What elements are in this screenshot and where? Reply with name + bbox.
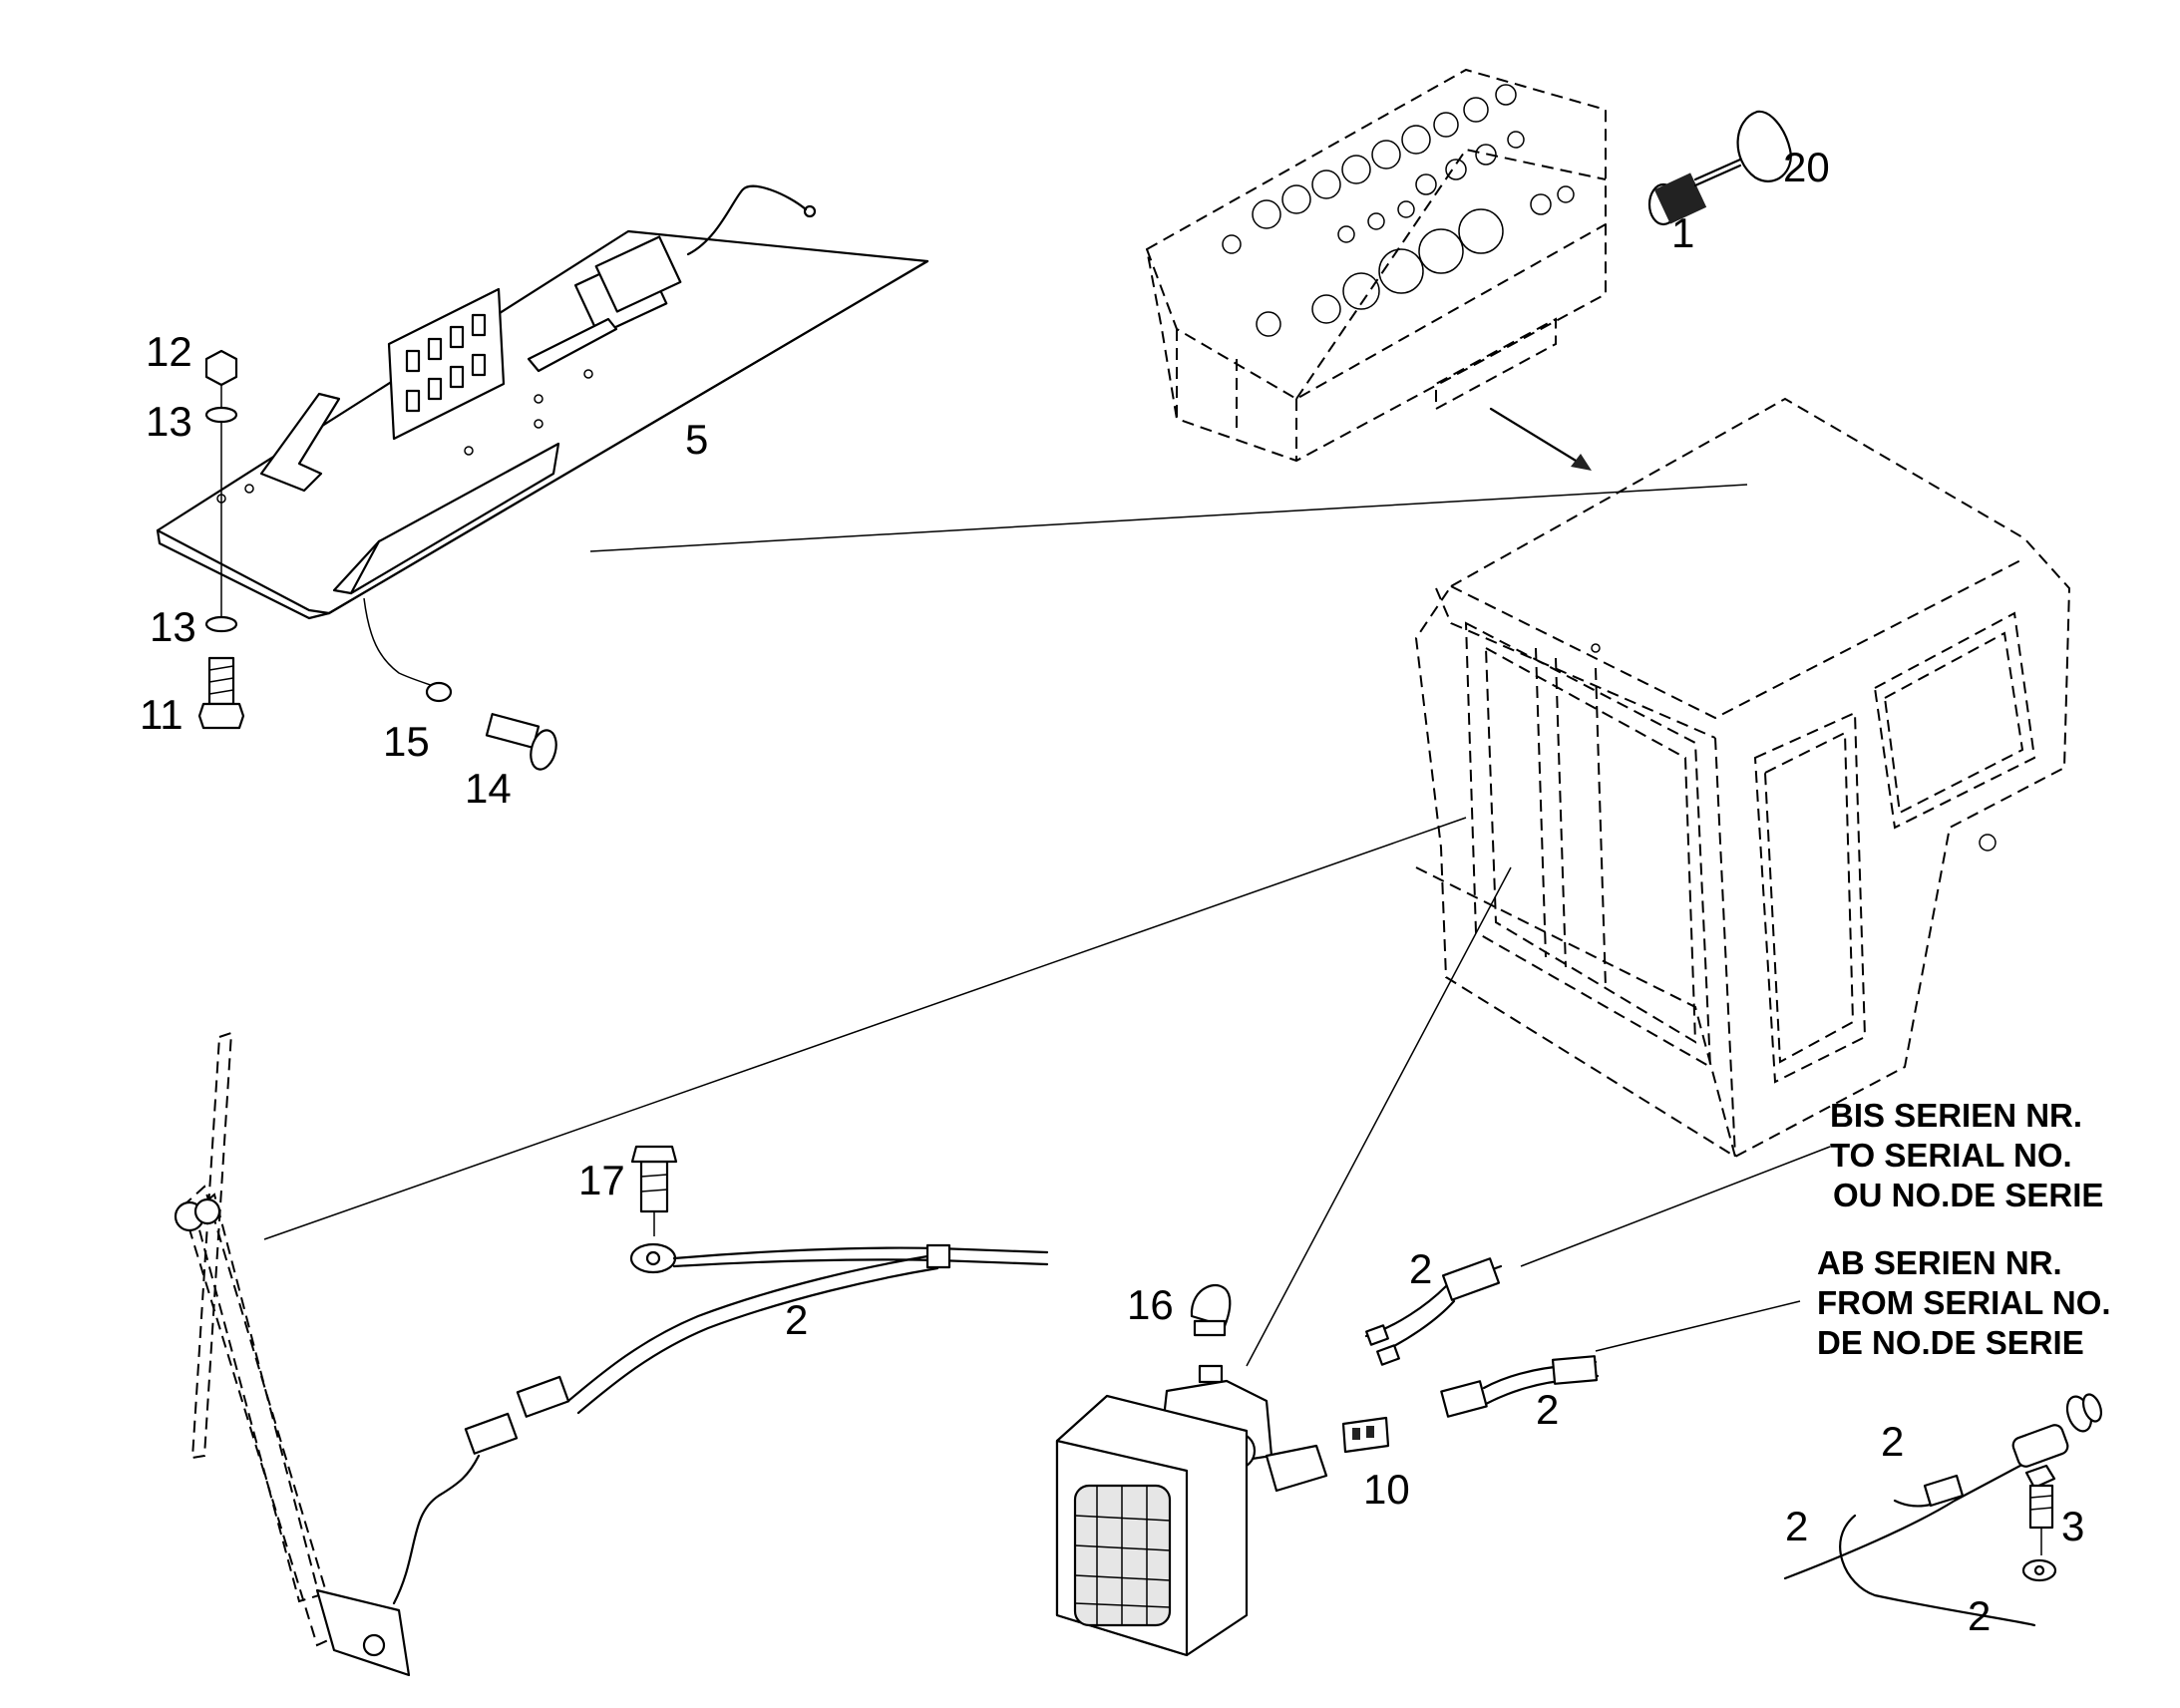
note-from-serial-line-2: FROM SERIAL NO. [1817, 1284, 2111, 1321]
label-part-2-kit-left: 2 [1785, 1503, 1808, 1549]
wiper-assembly [174, 1031, 570, 1677]
label-part-14: 14 [465, 765, 512, 812]
work-lamp [1055, 1284, 1328, 1657]
leader-note1 [1520, 1146, 1831, 1267]
console-gauges [1222, 84, 1575, 337]
retaining-ring [1736, 110, 1792, 182]
operator-cab [1414, 397, 2071, 1159]
leader-plate-to-cab [589, 484, 1748, 552]
label-part-15: 15 [383, 718, 430, 765]
mounting-plate [156, 229, 929, 620]
ground-harness [566, 1145, 1049, 1415]
label-part-1: 1 [1671, 209, 1694, 256]
label-part-16: 16 [1127, 1281, 1174, 1328]
label-part-5: 5 [685, 416, 708, 463]
connector-plug [1647, 158, 1742, 226]
fuse-board [387, 287, 506, 441]
note-from-serial-line-3: DE NO.DE SERIE [1817, 1324, 2084, 1361]
part-labels: 1 20 5 12 13 13 11 15 14 17 2 16 10 2 2 … [140, 144, 2084, 1639]
label-part-2-kit-top: 2 [1881, 1418, 1904, 1465]
leader-lamp-to-cab [1246, 866, 1512, 1367]
label-part-2-kit-bottom: 2 [1968, 1592, 1991, 1639]
lamp-cable-upper [1364, 1257, 1503, 1366]
label-part-20: 20 [1783, 144, 1830, 190]
leader-wiper-to-cab [263, 817, 1467, 1240]
note-to-serial: BIS SERIEN NR. TO SERIAL NO. OU NO.DE SE… [1830, 1097, 2103, 1213]
install-arrow [1489, 407, 1592, 471]
label-part-2-lower-cable: 2 [1536, 1386, 1559, 1433]
connector-block [1341, 1416, 1390, 1454]
screw-and-washer [363, 597, 557, 771]
note-from-serial: AB SERIEN NR. FROM SERIAL NO. DE NO.DE S… [1817, 1244, 2111, 1361]
dashboard-console [1145, 68, 1607, 463]
leader-note2 [1595, 1300, 1801, 1352]
label-part-10: 10 [1363, 1466, 1410, 1513]
label-part-12: 12 [146, 328, 192, 375]
note-from-serial-line-1: AB SERIEN NR. [1817, 1244, 2062, 1281]
relay [527, 184, 817, 373]
hardware-stack [197, 349, 245, 730]
label-part-2-harness: 2 [785, 1296, 808, 1343]
label-part-11: 11 [140, 691, 183, 738]
note-to-serial-line-3: OU NO.DE SERIE [1833, 1177, 2103, 1213]
socket-kit [1783, 1393, 2103, 1627]
label-part-3: 3 [2061, 1503, 2084, 1549]
note-to-serial-line-1: BIS SERIEN NR. [1830, 1097, 2082, 1134]
label-part-17: 17 [578, 1157, 625, 1203]
label-part-13-upper: 13 [146, 398, 192, 445]
lamp-cable-lower [1440, 1355, 1600, 1418]
label-part-2-upper-cable: 2 [1409, 1245, 1432, 1292]
note-to-serial-line-2: TO SERIAL NO. [1830, 1137, 2072, 1174]
label-part-13-lower: 13 [150, 603, 196, 650]
